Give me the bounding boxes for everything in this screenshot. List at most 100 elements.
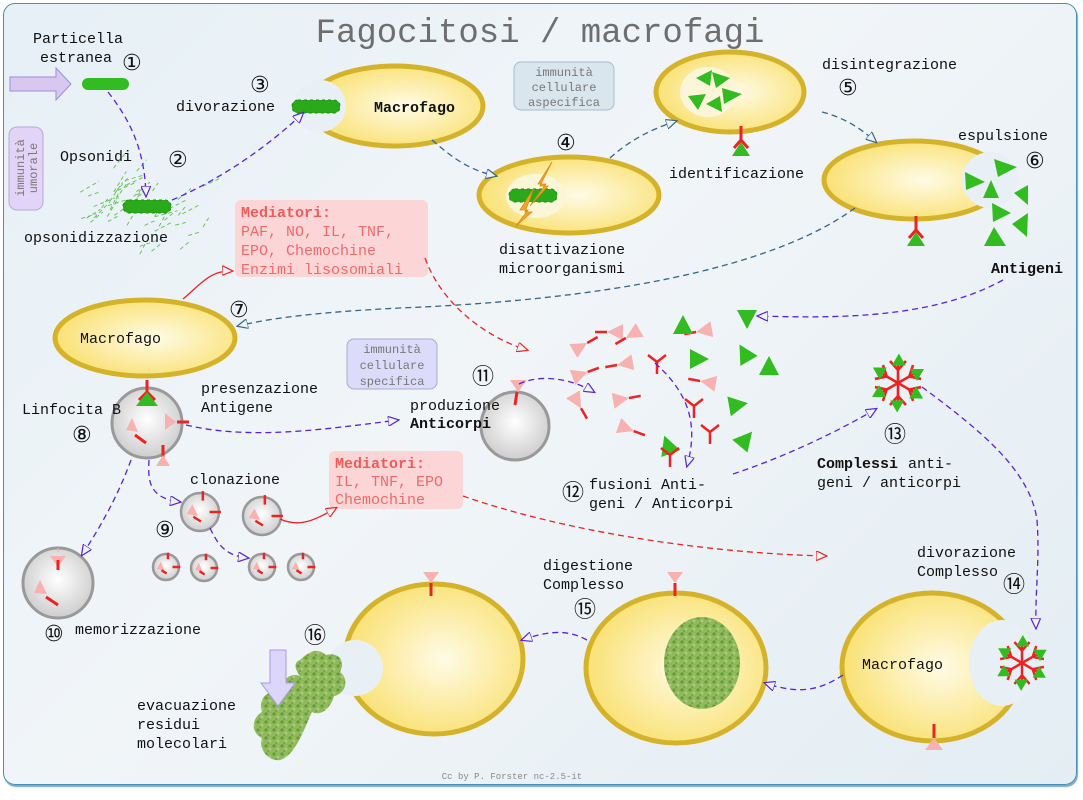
antibody-receptor-icon <box>156 561 165 571</box>
opsonin-strand <box>87 191 100 197</box>
step-13-label-line2: geni / anticorpi <box>817 475 961 492</box>
lightning-icon <box>515 187 535 227</box>
tag-aspecifica-line3: aspecifica <box>528 96 600 110</box>
step-15-label-line2: Complesso <box>543 577 624 594</box>
opsonized-particle-icon <box>122 199 172 214</box>
step-15: digestione Complesso ⑮ <box>543 558 769 746</box>
step-1-label-line2: estranea <box>40 50 112 67</box>
bound-antibody-icon <box>660 447 680 467</box>
diagram-title: Fagocitosi / macrofagi <box>316 15 765 53</box>
mediators-2-line1: IL, TNF, EPO <box>335 474 443 491</box>
opsonin-strand <box>151 242 163 252</box>
antibody-receptor-icon <box>192 515 202 523</box>
opsonin-strand <box>126 205 140 226</box>
free-antibody-icon <box>611 392 641 409</box>
complex-arm <box>1013 634 1031 663</box>
step-13-number: ⑬ <box>884 423 906 448</box>
step-15-number: ⑮ <box>574 598 596 623</box>
entry-arrow-icon <box>9 66 72 102</box>
step-14-number: ⑭ <box>1003 573 1025 598</box>
antigen-icon <box>737 310 757 329</box>
opsonin-strand <box>101 196 110 209</box>
step-9: clonazione ⑨ <box>151 472 316 583</box>
step-14-label-line1: divorazione <box>917 545 1016 562</box>
step-16-label-line3: molecolari <box>137 736 227 753</box>
arrow-14-to-15 <box>765 674 844 690</box>
arrow-9-clones <box>209 527 248 558</box>
step-10-number: ⑩ <box>44 622 64 647</box>
opsonin-strand <box>182 204 200 215</box>
arrow-9-to-mediators <box>279 508 336 524</box>
step-4-label-line2: microorganismi <box>499 261 625 278</box>
step-3-label: divorazione <box>176 99 275 116</box>
free-antibody-icon <box>569 335 599 358</box>
arrow-1-to-2 <box>107 91 146 196</box>
antigen-icon <box>739 344 758 366</box>
opsonin-strand <box>179 240 191 250</box>
opsonins-icon <box>80 150 221 255</box>
antigen-icon <box>690 349 709 369</box>
antibody-receptor-icon <box>248 508 261 520</box>
step-11: ⑪ produzione Anticorpi <box>410 365 551 462</box>
step-10: ⑩ memorizzazione <box>21 546 201 647</box>
mediators-1-line2: EPO, Chemochine <box>241 243 376 260</box>
arrow-13-to-14 <box>921 386 1038 628</box>
step-7: Macrofago ⑦ <box>52 297 249 379</box>
foreign-particle-icon <box>82 78 129 90</box>
opsonin-strand <box>107 199 128 207</box>
step-16-label-line2: residui <box>137 717 200 734</box>
opsonin-strand <box>109 182 123 202</box>
arrow-12-to-13 <box>732 409 876 475</box>
opsonin-strand <box>136 159 147 172</box>
step-6: espulsione ⑥ Antigeni <box>821 128 1063 278</box>
lightning-icon <box>529 161 553 207</box>
step-3: ③ divorazione Macrofago <box>176 63 486 149</box>
step-5: disintegrazione ⑤ identificazione <box>653 49 957 183</box>
expelled-antigens-icon <box>965 159 1028 246</box>
antibody-receptor-icon <box>252 561 261 571</box>
opsonin-strand <box>90 211 104 223</box>
arrow-5-to-6 <box>821 111 876 142</box>
step-16-number: ⑯ <box>304 624 326 649</box>
step-3-number: ③ <box>250 73 270 98</box>
step-5-number: ⑤ <box>838 76 858 101</box>
tag-umorale-line2: umorale <box>27 143 41 193</box>
arrow-4-to-5 <box>609 121 676 159</box>
complex-arm <box>1021 645 1047 665</box>
antigens-label: Antigeni <box>991 261 1063 278</box>
complex-arm <box>1021 661 1046 681</box>
arrow-2-to-3 <box>171 113 303 201</box>
tag-specifica-line3: specifica <box>360 375 425 389</box>
arrow-mediators1-to-field <box>424 257 527 350</box>
immune-complex-icon <box>997 634 1047 692</box>
mediators-box-1: Mediatori: PAF, NO, IL, TNF, EPO, Chemoc… <box>235 200 428 279</box>
opsonin-strand <box>114 201 134 216</box>
step-8: Linfocita B ⑧ presenzazione Antigene <box>22 380 318 466</box>
arrow-field-to-12 <box>654 362 692 466</box>
step-14-label-line2: Complesso <box>917 564 998 581</box>
presentation-label-line2: Antigene <box>201 400 273 417</box>
arrow-11-to-field <box>518 377 594 392</box>
step-4-number: ④ <box>556 131 576 156</box>
antibody-receptor-icon <box>907 216 925 246</box>
molecular-residue-icon <box>253 650 346 761</box>
tag-aspecifica-line2: cellulare <box>532 81 597 95</box>
step-12-label-line1: fusioni Anti- <box>589 477 706 494</box>
opsonin-strand <box>93 197 115 208</box>
clone-cells <box>151 491 316 583</box>
opsonin-strand <box>158 209 169 227</box>
step-2-sublabel: opsonidizzazione <box>24 230 168 247</box>
antibody-receptor-icon <box>254 519 264 527</box>
macrophage-cell-step4 <box>476 154 662 236</box>
antigen-icon <box>759 356 779 375</box>
plasma-cell <box>479 390 551 462</box>
step-16-label-line1: evacuazione <box>137 698 236 715</box>
step-13-label-line1: anti- <box>908 456 953 473</box>
step-8-number: ⑧ <box>72 423 92 448</box>
opsonin-strand <box>107 214 121 222</box>
step-9-number: ⑨ <box>155 518 175 543</box>
free-antibody-icon <box>605 354 635 371</box>
tag-aspecifica-line1: immunità <box>535 66 593 80</box>
step-12: ⑫ fusioni Anti- geni / Anticorpi <box>562 477 733 513</box>
